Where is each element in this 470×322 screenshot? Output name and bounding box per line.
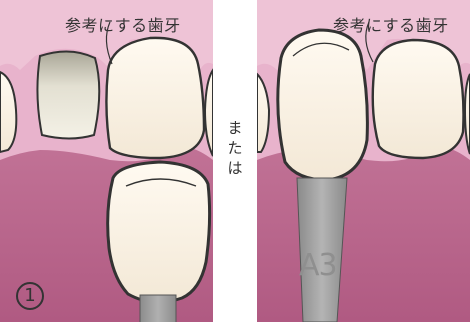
label-leader xyxy=(365,21,374,63)
prepared-tooth xyxy=(36,50,101,140)
label-leader xyxy=(105,21,113,65)
shade-code-label: A3 xyxy=(299,248,338,283)
tooth-right-edge xyxy=(463,73,470,155)
right-illustration xyxy=(257,0,470,322)
stick xyxy=(139,294,177,322)
reference-tooth xyxy=(371,38,465,160)
tooth-right-edge xyxy=(203,68,213,157)
or-char-3: は xyxy=(227,159,243,177)
tooth-left-edge xyxy=(0,70,18,154)
shade-tab-tooth xyxy=(276,28,369,182)
shade-stick xyxy=(296,177,348,322)
reference-tooth xyxy=(105,36,206,160)
tooth-left-edge xyxy=(257,72,271,153)
reference-tooth-label: 参考にする歯牙 xyxy=(65,16,181,35)
left-illustration xyxy=(0,0,213,322)
right-panel: 参考にする歯牙 A3 xyxy=(257,0,470,322)
or-char-2: た xyxy=(227,139,243,157)
or-char-1: ま xyxy=(227,119,243,137)
or-text: ま た は xyxy=(227,118,243,178)
step-number-circle: 1 xyxy=(16,282,44,310)
crown-on-stick xyxy=(106,160,212,305)
crown-rim xyxy=(125,178,197,187)
shade-tab-rim xyxy=(292,42,350,57)
reference-tooth-label: 参考にする歯牙 xyxy=(333,16,449,35)
left-panel: 参考にする歯牙 1 xyxy=(0,0,213,322)
gum-upper xyxy=(257,0,470,70)
